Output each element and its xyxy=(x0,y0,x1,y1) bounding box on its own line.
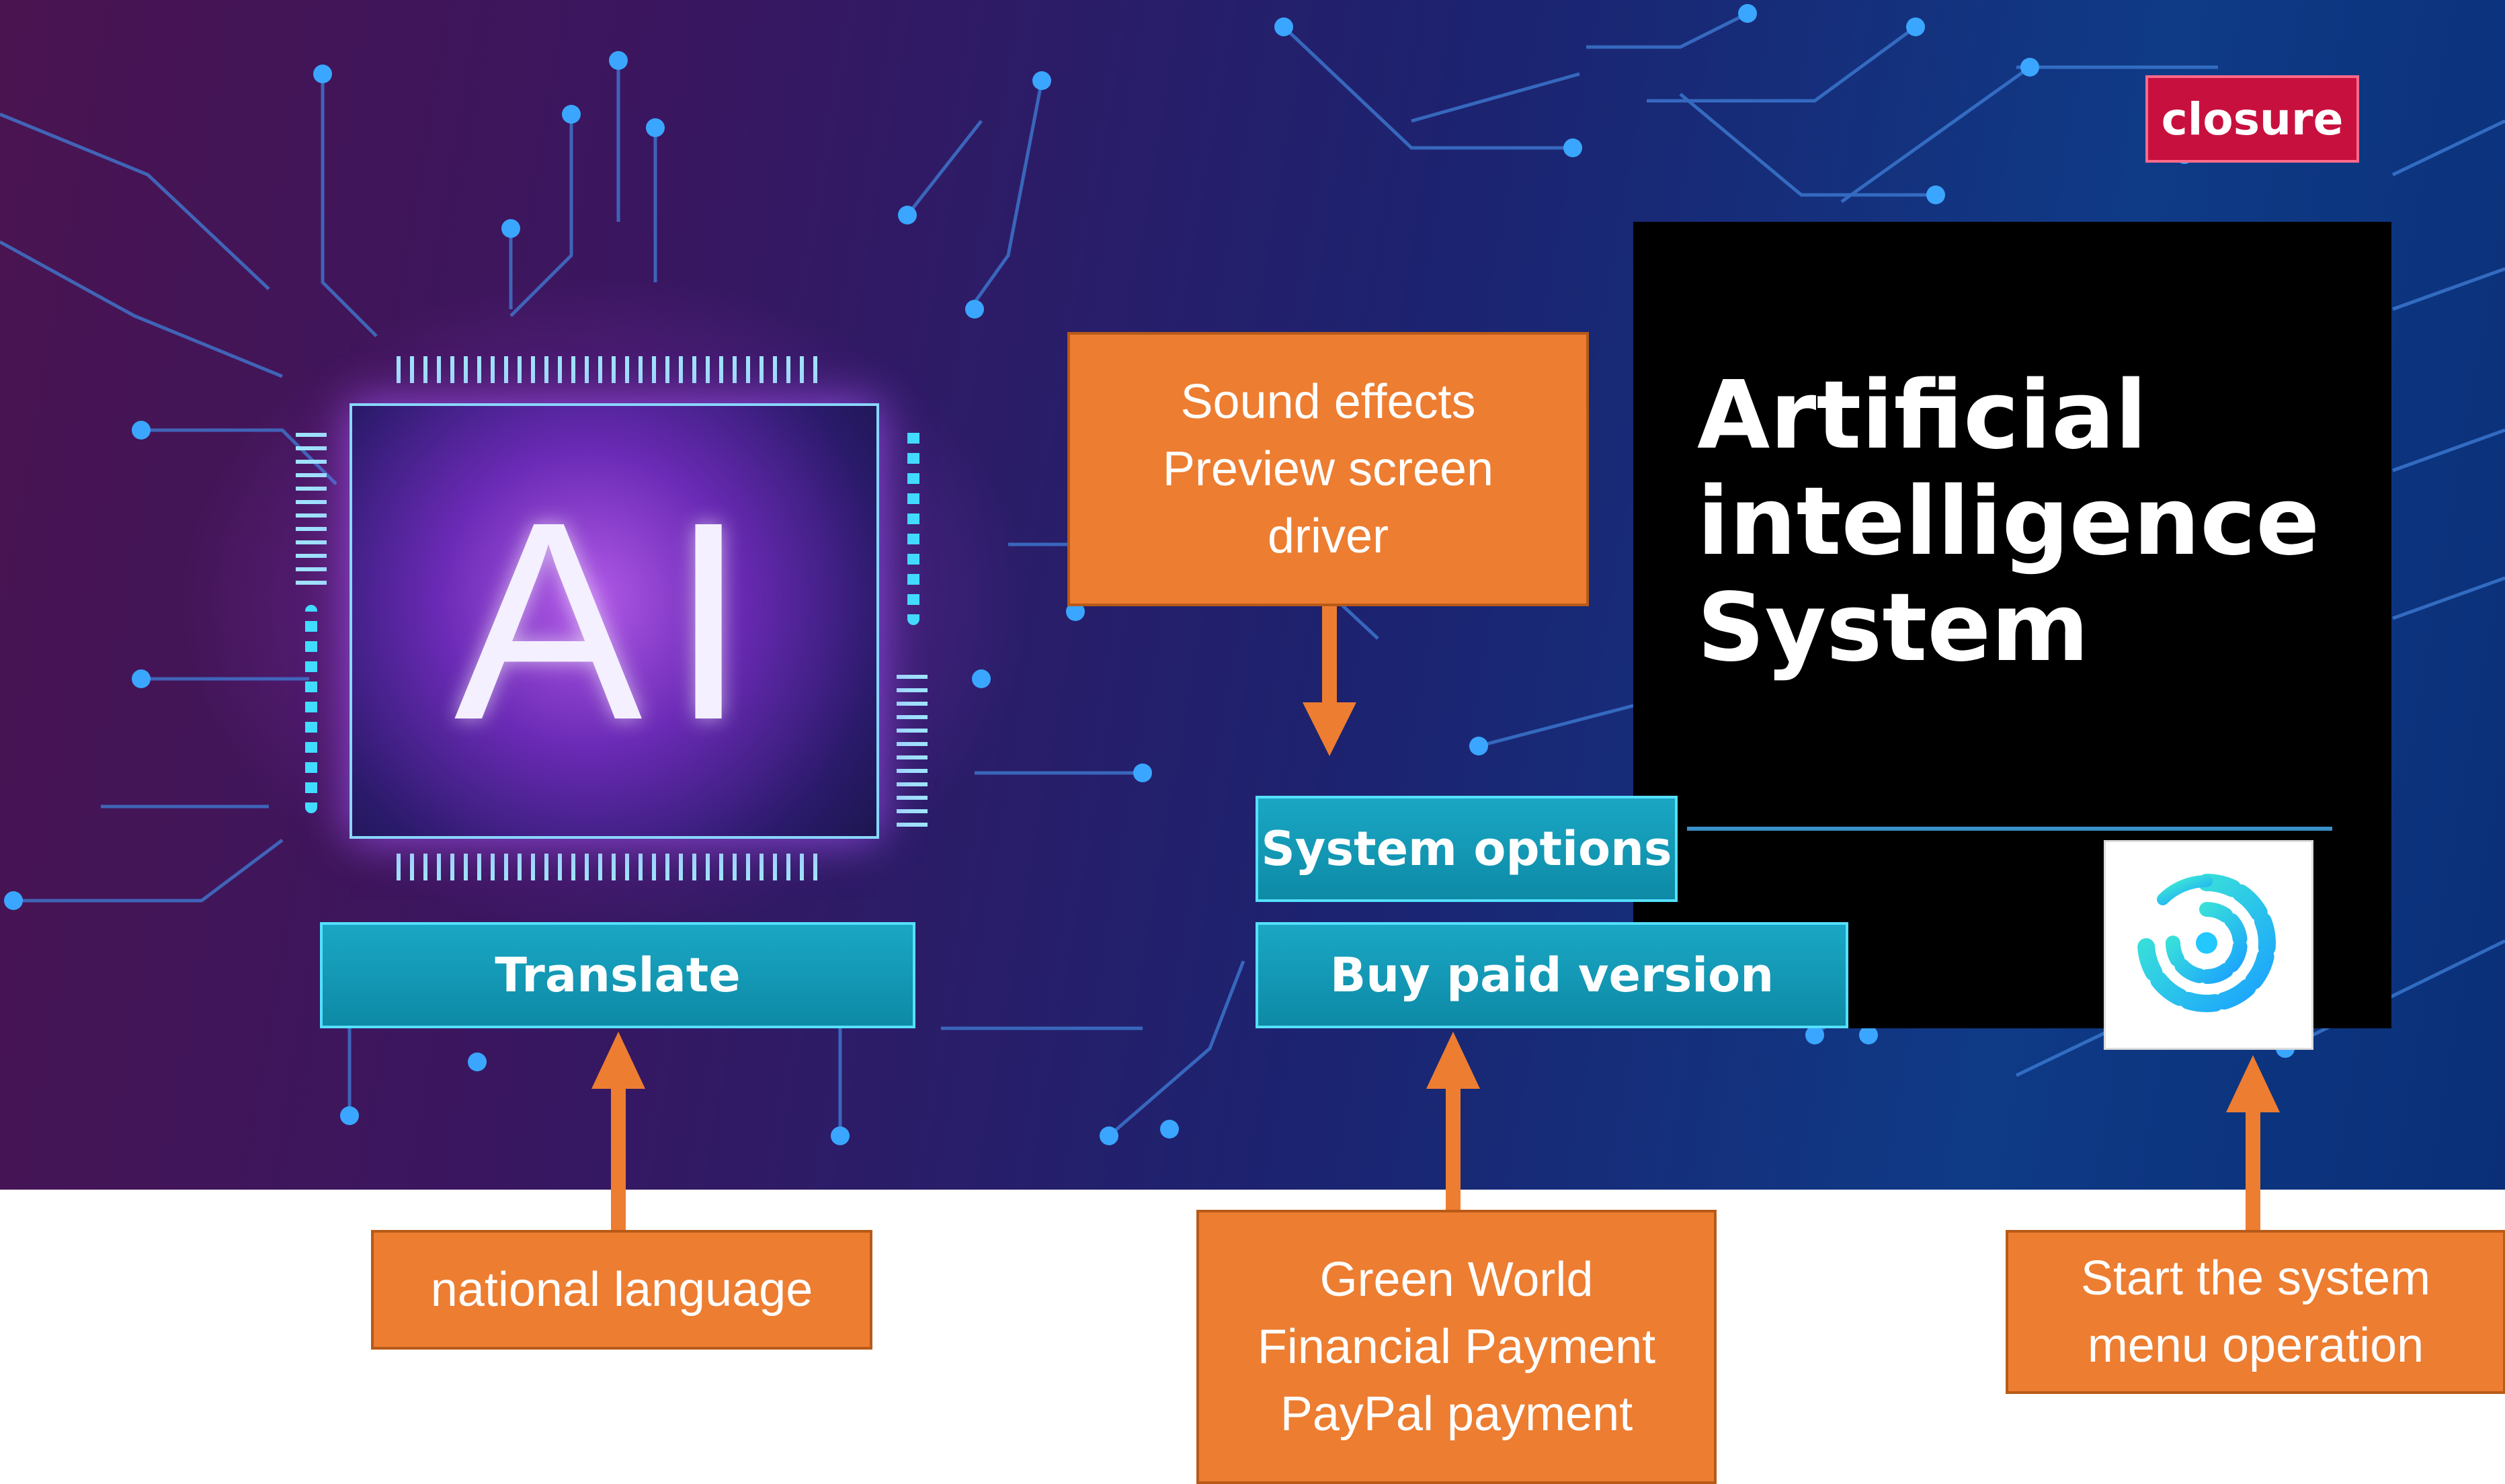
ai-chip: AI xyxy=(350,403,879,839)
app-title-line-1: Artificial xyxy=(1697,361,2147,470)
callout-line: driver xyxy=(1267,509,1389,563)
callout-line: Sound effects xyxy=(1180,375,1476,429)
system-options-button[interactable]: System options xyxy=(1256,796,1678,902)
ai-chip-label: AI xyxy=(454,463,775,779)
arrow-start-menu xyxy=(2226,1055,2280,1231)
chip-dots-left xyxy=(305,605,317,813)
callout-start-menu: Start the system menu operation xyxy=(2006,1230,2505,1394)
app-title: Artificial intelligence System xyxy=(1697,363,2319,682)
callout-line: national language xyxy=(430,1263,813,1317)
callout-line: Green World xyxy=(1319,1253,1594,1307)
close-button[interactable]: closure xyxy=(2145,75,2359,163)
app-title-line-3: System xyxy=(1697,573,2090,683)
chip-dots-right xyxy=(907,423,919,625)
chip-pins-right xyxy=(897,665,928,827)
chip-pins-left xyxy=(296,423,327,585)
callout-national-language: national language xyxy=(371,1230,872,1350)
callout-payment: Green World Financial Payment PayPal pay… xyxy=(1196,1210,1717,1484)
panel-divider xyxy=(1687,827,2332,831)
chip-pins-bottom xyxy=(397,854,827,880)
arrow-translate xyxy=(591,1032,645,1237)
ai-chip-graphic: AI xyxy=(296,356,928,894)
arrow-buy-paid xyxy=(1426,1032,1480,1213)
callout-sound-effects: Sound effects Preview screen driver xyxy=(1067,332,1589,606)
arrow-sound-effects xyxy=(1303,602,1356,756)
callout-line: Financial Payment xyxy=(1257,1320,1656,1374)
callout-line: Start the system xyxy=(2080,1251,2431,1305)
callout-line: PayPal payment xyxy=(1280,1387,1633,1441)
start-menu-button[interactable] xyxy=(2104,840,2313,1050)
app-title-line-2: intelligence xyxy=(1697,467,2320,577)
translate-button[interactable]: Translate xyxy=(320,922,915,1028)
chip-pins-top xyxy=(397,356,827,383)
title-panel: Artificial intelligence System xyxy=(1633,222,2391,1028)
callout-line: Preview screen xyxy=(1162,442,1494,496)
app-window: AI closure Artificial intelligence Syste… xyxy=(0,0,2505,1190)
callout-line: menu operation xyxy=(2087,1319,2424,1372)
buy-paid-version-button[interactable]: Buy paid version xyxy=(1256,922,1848,1028)
spiral-logo-icon xyxy=(2137,874,2276,1012)
